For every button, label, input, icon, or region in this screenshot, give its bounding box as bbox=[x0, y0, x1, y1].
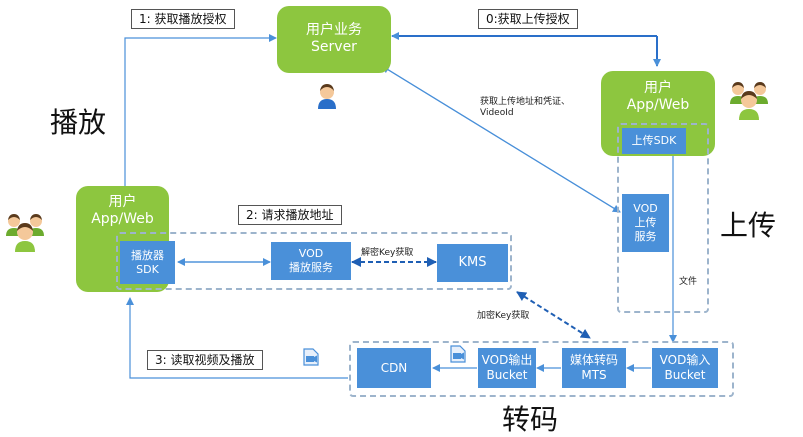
vod-input-line2: Bucket bbox=[664, 368, 706, 382]
vod-upload-line2: 上传 bbox=[634, 216, 657, 229]
mts-line1: 媒体转码 bbox=[569, 353, 618, 367]
note-upload-credential-line1: 获取上传地址和凭证、 bbox=[480, 97, 571, 107]
arrow-get-play-auth bbox=[124, 34, 277, 188]
play-app-label-line2: App/Web bbox=[91, 211, 154, 227]
vod-output-line2: Bucket bbox=[486, 368, 528, 382]
note-decrypt-key: 解密Key获取 bbox=[361, 248, 414, 258]
vod-upload-line1: VOD bbox=[633, 202, 658, 215]
vod-input-line1: VOD输入 bbox=[659, 353, 711, 367]
play-app-label-line1: 用户 bbox=[108, 194, 137, 210]
kms[interactable]: KMS bbox=[437, 244, 508, 282]
video-file-icon bbox=[450, 345, 466, 363]
note-upload-credential-line2: VideoId bbox=[480, 108, 514, 118]
step-read-play-video: 3: 读取视频及播放 bbox=[147, 350, 263, 370]
player-sdk-line1: 播放器 bbox=[131, 248, 164, 262]
arrow-encrypt-key bbox=[516, 291, 591, 339]
note-file: 文件 bbox=[679, 277, 698, 287]
server-label-line1: 用户业务 bbox=[306, 22, 362, 38]
section-upload: 上传 bbox=[720, 209, 777, 242]
section-play: 播放 bbox=[50, 106, 107, 139]
note-encrypt-key: 加密Key获取 bbox=[477, 311, 530, 321]
vod-output-bucket[interactable]: VOD输出 Bucket bbox=[478, 348, 536, 388]
vod-play-service[interactable]: VOD 播放服务 bbox=[271, 242, 351, 280]
user-icon bbox=[318, 84, 336, 109]
arrow-upload-credential-down bbox=[381, 65, 621, 213]
vod-input-bucket[interactable]: VOD输入 Bucket bbox=[652, 348, 718, 388]
note-upload-credential: 获取上传地址和凭证、 VideoId bbox=[480, 97, 570, 119]
upload-app-label-line1: 用户 bbox=[644, 80, 672, 96]
upload-sdk[interactable]: 上传SDK bbox=[622, 128, 686, 154]
player-sdk-line2: SDK bbox=[136, 262, 159, 276]
cdn[interactable]: CDN bbox=[357, 348, 431, 388]
transcode-group bbox=[349, 341, 734, 397]
user-group-icon bbox=[6, 214, 44, 252]
user-group-icon bbox=[730, 82, 768, 120]
vod-play-line2: 播放服务 bbox=[289, 261, 333, 274]
arrow-read-play-video bbox=[126, 297, 348, 379]
play-service-group bbox=[116, 232, 512, 290]
vod-upload-line3: 服务 bbox=[634, 230, 657, 243]
step-request-play-url: 2: 请求播放地址 bbox=[238, 205, 342, 225]
vod-play-line1: VOD bbox=[298, 247, 324, 260]
vod-upload-service[interactable]: VOD 上传 服务 bbox=[622, 194, 669, 252]
upload-app-label-line2: App/Web bbox=[626, 97, 690, 113]
step-get-upload-auth: 0:获取上传授权 bbox=[478, 9, 578, 29]
media-transcode-mts[interactable]: 媒体转码 MTS bbox=[562, 348, 626, 388]
user-business-server[interactable]: 用户业务 Server bbox=[277, 6, 391, 73]
upload-service-group bbox=[617, 123, 709, 313]
vod-output-line1: VOD输出 bbox=[481, 353, 533, 367]
player-sdk[interactable]: 播放器 SDK bbox=[120, 241, 175, 284]
mts-line2: MTS bbox=[581, 368, 607, 382]
section-transcode: 转码 bbox=[502, 403, 559, 436]
server-label-line2: Server bbox=[311, 39, 357, 55]
video-file-icon bbox=[303, 348, 319, 366]
step-get-play-auth: 1: 获取播放授权 bbox=[131, 9, 235, 29]
